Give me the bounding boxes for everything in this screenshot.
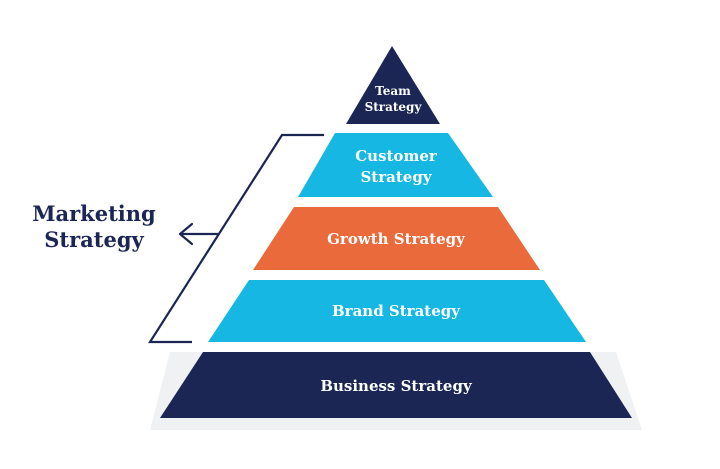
tier-brand-strategy: Brand Strategy <box>208 280 586 342</box>
tier-growth-strategy: Growth Strategy <box>253 207 540 270</box>
arrow-left-icon <box>178 222 194 246</box>
tier-team-label-line1: Team <box>375 84 411 98</box>
tier-customer-strategy: Customer Strategy <box>298 133 493 197</box>
tier-team-label-line2: Strategy <box>365 100 423 114</box>
tier-brand-shape <box>208 280 586 342</box>
tier-team-strategy: Team Strategy <box>346 46 440 124</box>
bracket-line <box>147 133 324 344</box>
tier-customer-shape <box>298 133 493 197</box>
tier-business-shape <box>160 352 632 418</box>
marketing-strategy-label: Marketing Strategy <box>32 201 156 252</box>
tier-growth-label: Growth Strategy <box>327 230 466 248</box>
tier-customer-label-line2: Strategy <box>360 168 432 186</box>
tier-brand-label: Brand Strategy <box>332 302 461 320</box>
marketing-bracket <box>147 133 324 344</box>
tier-customer-label-line1: Customer <box>355 147 438 165</box>
tier-business-strategy: Business Strategy <box>160 352 632 418</box>
marketing-label-line2: Strategy <box>44 227 144 252</box>
tier-business-label: Business Strategy <box>320 377 473 395</box>
marketing-label-line1: Marketing <box>32 201 156 226</box>
tier-growth-shape <box>253 207 540 270</box>
tier-team-shape <box>346 46 440 124</box>
